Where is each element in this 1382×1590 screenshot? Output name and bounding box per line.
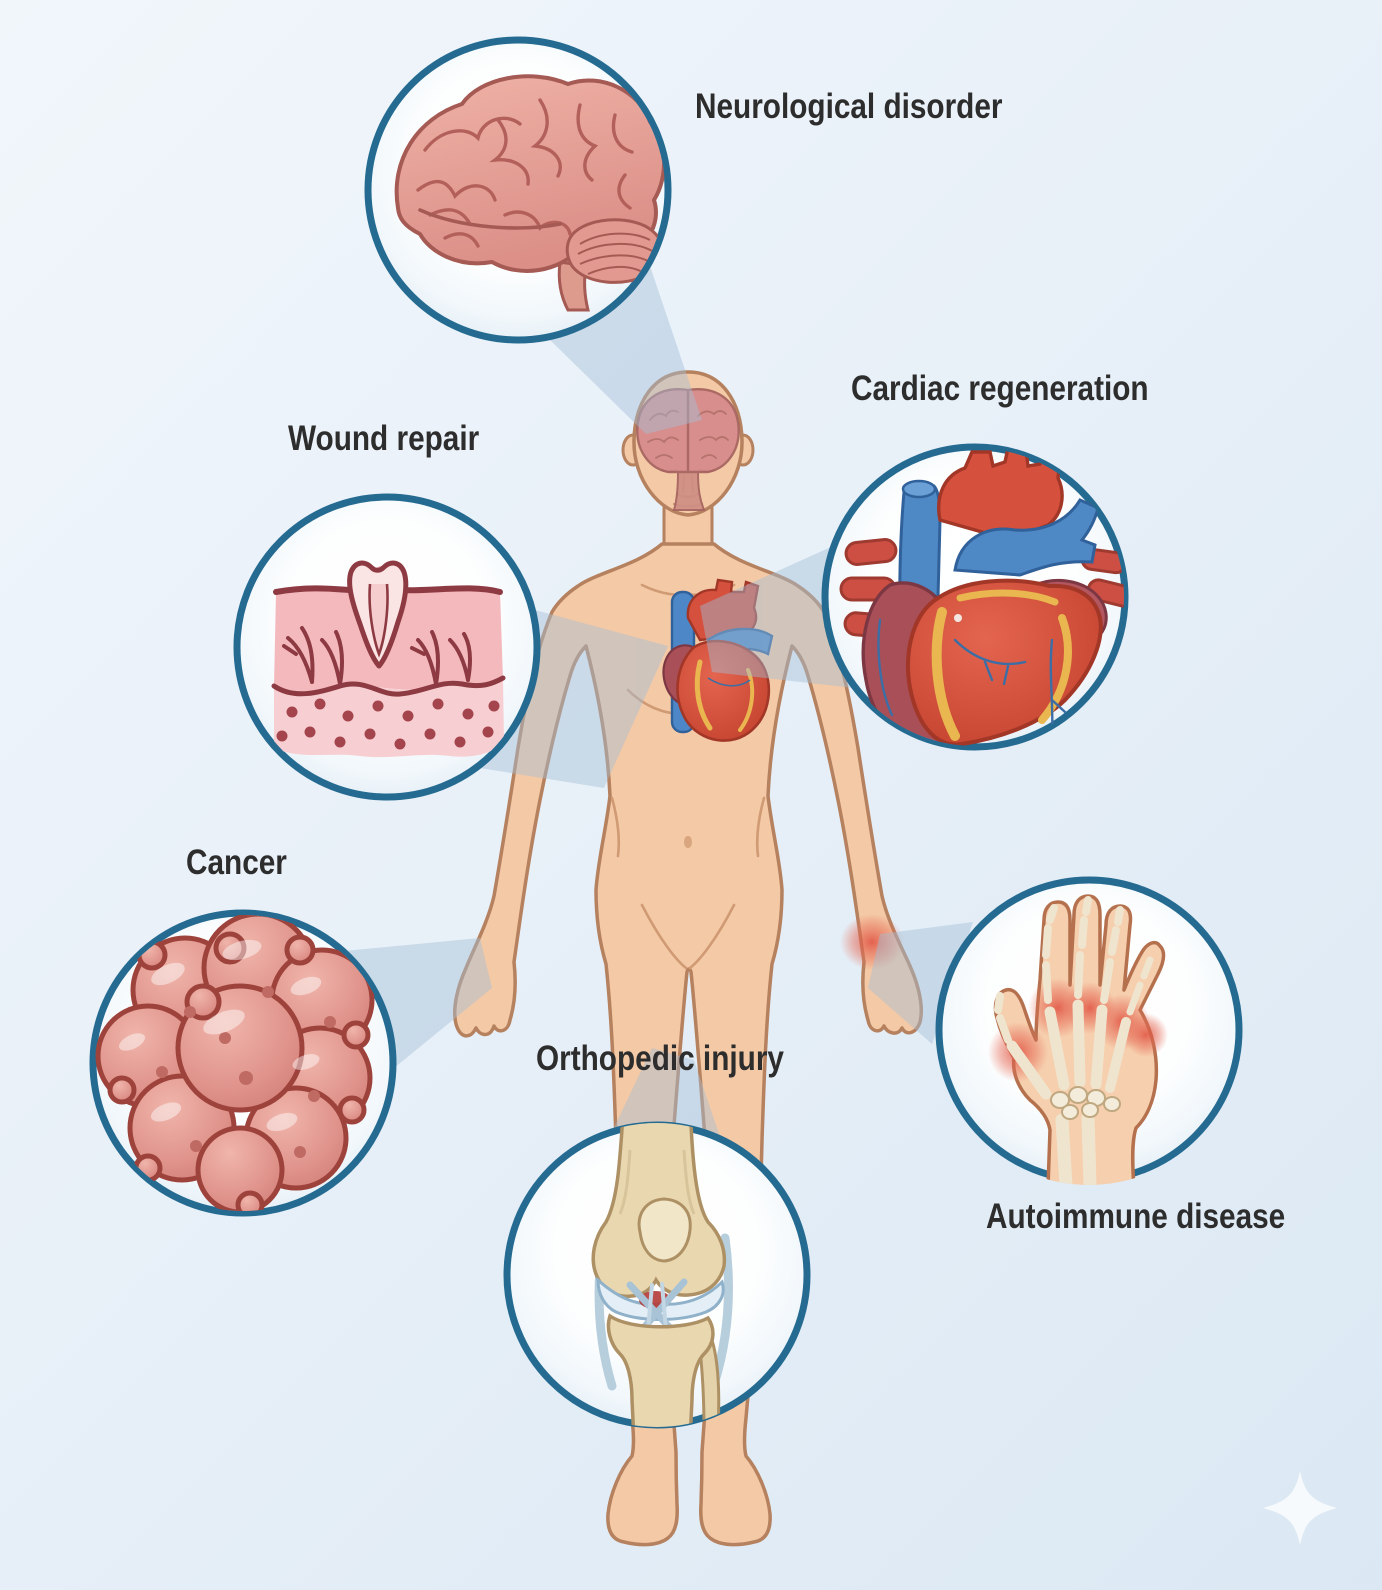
knee-joint-icon <box>591 1123 733 1427</box>
beam-hand-to-wrist <box>868 922 973 1044</box>
subcutaneous-dots <box>276 698 500 750</box>
tumor-cells-icon <box>95 915 375 1211</box>
brain-in-head <box>636 388 740 511</box>
hand-bones <box>994 896 1154 1185</box>
neurological-callout-circle <box>364 36 672 344</box>
label-neurological-disorder: Neurological disorder <box>695 87 1003 126</box>
heart-icon <box>839 448 1124 746</box>
brain-icon <box>394 74 665 312</box>
beam-brain-to-head <box>547 263 702 434</box>
label-cardiac-regeneration: Cardiac regeneration <box>851 369 1149 408</box>
body-head <box>621 370 755 517</box>
beam-heart-to-chest <box>700 547 854 688</box>
heart-in-chest <box>662 578 774 742</box>
label-cancer: Cancer <box>186 843 287 882</box>
autoimmune-callout-circle <box>935 876 1243 1185</box>
label-orthopedic-injury: Orthopedic injury <box>536 1039 784 1078</box>
orthopedic-callout-circle <box>503 1121 811 1429</box>
label-autoimmune-disease: Autoimmune disease <box>986 1197 1286 1236</box>
arthritic-hand-icon <box>988 894 1168 1185</box>
sparkle-icon <box>1263 1471 1337 1545</box>
skin-cross-section-icon <box>271 560 506 758</box>
cell-highlights <box>118 939 322 1132</box>
wound-callout-circle <box>233 493 541 801</box>
cancer-callout-circle <box>89 909 397 1217</box>
wrist-inflammation-glow <box>840 914 904 970</box>
cell-spots <box>156 986 336 1158</box>
label-wound-repair: Wound repair <box>288 419 480 458</box>
cardiac-callout-circle <box>821 443 1129 751</box>
human-body-figure <box>453 370 923 1547</box>
connector-beams <box>344 263 973 1190</box>
